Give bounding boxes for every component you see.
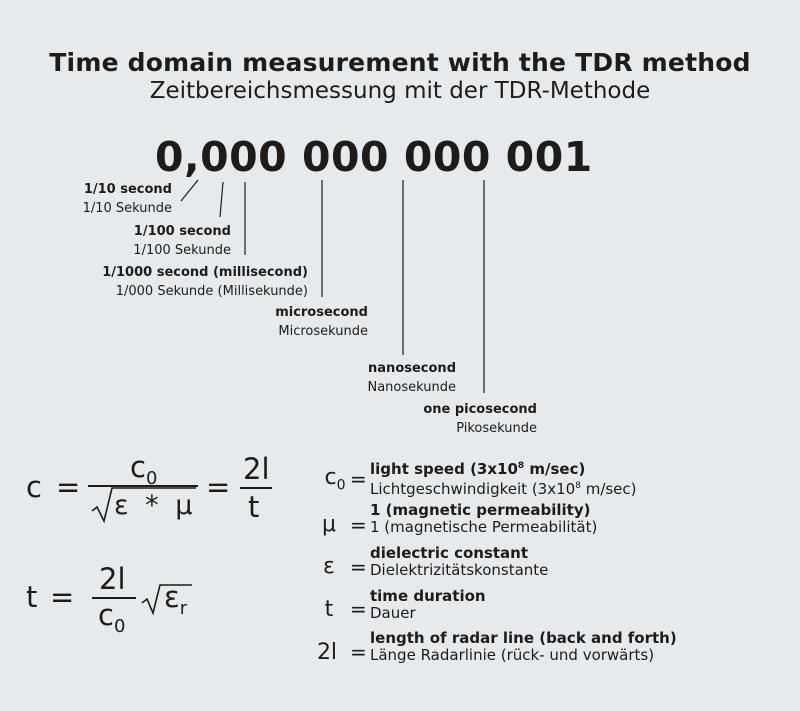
title-english: Time domain measurement with the TDR met… — [49, 48, 751, 77]
formula-t-lhs: t — [26, 580, 38, 614]
title-german: Zeitbereichsmessung mit der TDR-Methode — [149, 78, 651, 104]
formula-t-numerator: 2l — [99, 562, 126, 596]
def-symbol-c0: c0 — [324, 465, 346, 494]
formula-t-equals: = — [50, 580, 75, 614]
def-equals-t: = — [350, 597, 367, 621]
unit-label-millisecond: 1/1000 second (millisecond)1/000 Sekunde… — [102, 265, 308, 299]
def-text-2l: length of radar line (back and forth)Län… — [370, 629, 677, 664]
formula-c-equals-2: = — [206, 470, 231, 504]
def-symbol-mu: μ — [322, 512, 336, 537]
formula-c-denominator: ε * μ — [114, 490, 197, 521]
leader-line-1 — [180, 179, 199, 202]
formula-c-numerator-2: 2l — [243, 452, 270, 486]
formula-c-equals: = — [56, 470, 81, 504]
formula-t-root: εr — [164, 580, 188, 619]
formula-t-denominator: c0 — [98, 598, 126, 637]
def-symbol-epsilon: ε — [323, 554, 335, 579]
formula-c-denominator-2: t — [248, 490, 260, 524]
def-symbol-t: t — [324, 597, 334, 622]
leader-line-2 — [219, 181, 224, 218]
def-text-mu: 1 (magnetic permeability)1 (magnetische … — [370, 501, 598, 536]
formula-t-fraction-bar — [92, 597, 136, 599]
formula-c-lhs: c — [26, 470, 42, 504]
def-equals-c0: = — [350, 467, 367, 491]
def-equals-mu: = — [350, 513, 367, 537]
def-text-c0: light speed (3x108 m/sec) Lichtgeschwind… — [370, 460, 637, 498]
def-symbol-2l: 2l — [316, 640, 338, 665]
picosecond-decimal-number: 0,000 000 000 001 — [155, 133, 593, 181]
formula-c-fraction-bar-2 — [240, 487, 272, 489]
formula-c-fraction-bar — [88, 485, 198, 487]
formula-c-numerator: c0 — [130, 450, 158, 489]
def-equals-2l: = — [350, 640, 367, 664]
def-equals-epsilon: = — [350, 555, 367, 579]
